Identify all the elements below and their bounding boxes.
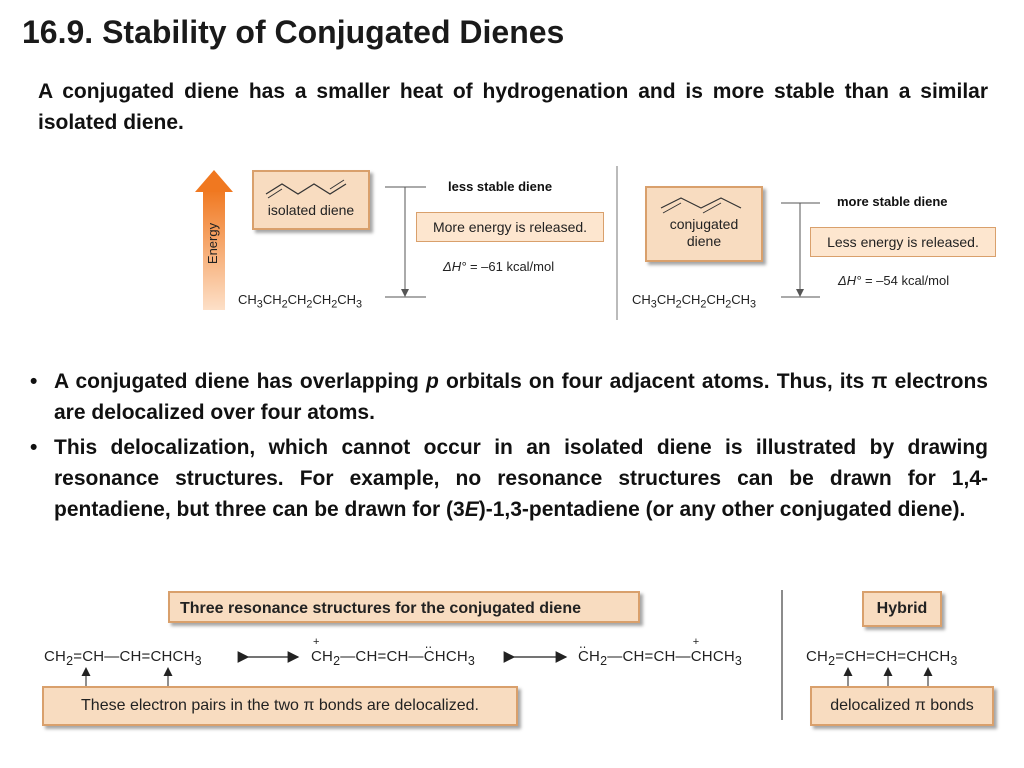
hybrid-header-text: Hybrid (876, 600, 928, 617)
less-energy-box: Less energy is released. (810, 227, 996, 257)
conjugated-diene-label: conjugated diene (669, 216, 739, 249)
conjugated-diene-box: conjugated diene (645, 186, 763, 262)
hybrid-footer-text: delocalized π bonds (830, 697, 974, 714)
resonance-header-box: Three resonance structures for the conju… (168, 591, 640, 623)
more-energy-text: More energy is released. (432, 219, 588, 235)
right-product-formula: CH3CH2CH2CH2CH3 (632, 292, 757, 311)
right-delta-h-value: = –54 kcal/mol (864, 273, 950, 288)
hybrid-structure: CH2=CH=CH=CHCH3 (806, 648, 958, 668)
isolated-diene-box: isolated diene (252, 170, 370, 230)
less-stable-label: less stable diene (448, 179, 553, 194)
isolated-diene-structure-icon (265, 179, 347, 199)
isolated-diene-label: isolated diene (267, 202, 355, 218)
right-delta-h-symbol: ΔH° (838, 273, 862, 288)
page-title: 16.9. Stability of Conjugated Dienes (22, 14, 565, 50)
conjugated-diene-structure-icon (660, 197, 742, 214)
left-delta-h-symbol: ΔH° (443, 259, 467, 274)
more-energy-box: More energy is released. (416, 212, 604, 242)
hybrid-footer-box: delocalized π bonds (810, 686, 994, 726)
resonance-structure-2: CH+2—CH=CH—C‥HCH3 (311, 636, 476, 668)
resonance-structure-3: C‥H2—CH=CH—C+HCH3 (578, 636, 743, 668)
left-product-formula: CH3CH2CH2CH2CH3 (238, 292, 363, 311)
less-energy-text: Less energy is released. (827, 234, 979, 250)
resonance-footer-text: These electron pairs in the two π bonds … (81, 697, 479, 714)
left-delta-h: ΔH° = –61 kcal/mol (443, 259, 554, 274)
resonance-structure-1: CH2=CH—CH=CHCH3 (44, 648, 202, 668)
bullet-list: A conjugated diene has overlapping p orb… (30, 366, 988, 529)
energy-arrow (195, 170, 233, 310)
more-stable-label: more stable diene (837, 194, 948, 209)
pointer-lines (81, 667, 933, 686)
left-delta-h-value: = –61 kcal/mol (469, 259, 555, 274)
right-delta-h: ΔH° = –54 kcal/mol (838, 273, 949, 288)
bullet-item: This delocalization, which cannot occur … (30, 432, 988, 525)
bullet-item: A conjugated diene has overlapping p orb… (30, 366, 988, 428)
right-energy-levels (781, 202, 820, 298)
left-energy-levels (385, 186, 426, 298)
energy-axis-label: Energy (205, 222, 221, 265)
resonance-footer-box: These electron pairs in the two π bonds … (42, 686, 518, 726)
resonance-header-text: Three resonance structures for the conju… (180, 600, 581, 617)
hybrid-header-box: Hybrid (862, 591, 942, 627)
intro-paragraph: A conjugated diene has a smaller heat of… (38, 80, 988, 134)
